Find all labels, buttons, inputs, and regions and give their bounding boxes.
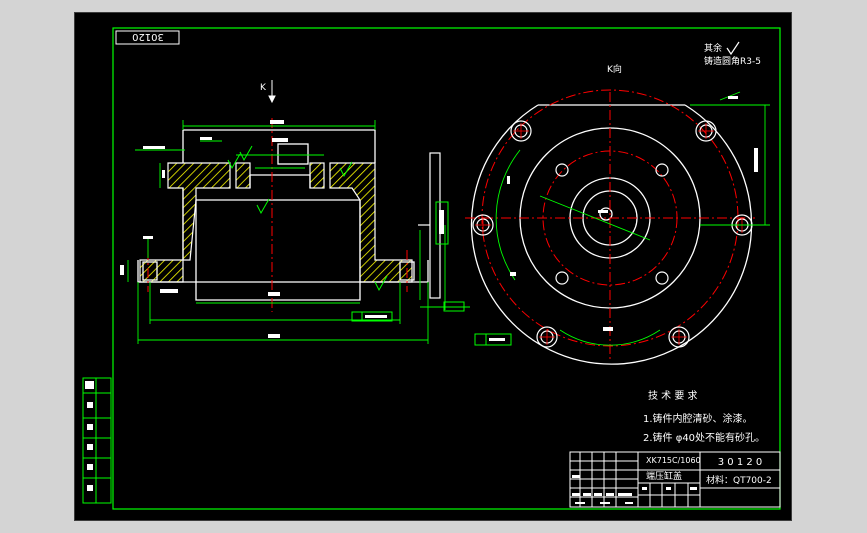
flange-centerlines <box>465 89 755 362</box>
section-dimension-labels <box>120 120 288 338</box>
section-hatching <box>139 162 413 283</box>
side-flange <box>418 152 441 299</box>
finish-check-icon <box>726 41 740 56</box>
drawing-viewport[interactable] <box>74 12 792 521</box>
section-view: K <box>120 80 512 346</box>
flange-outline <box>470 104 753 365</box>
drawing-border <box>112 27 781 510</box>
tolerance-frames <box>351 201 512 346</box>
flange-dimension-labels <box>507 96 758 331</box>
title-block-drawing-no: 3 0 1 2 0 <box>718 457 763 468</box>
note-fillet-radius: 铸造圆角R3-5 <box>704 55 761 67</box>
surface-finish-marks <box>227 145 388 292</box>
tolerance-text <box>365 210 505 341</box>
flange-bolt-holes <box>472 120 753 348</box>
title-block: XK715C/1060 端压缸盖 3 0 1 2 0 材料：QT700-2 <box>569 451 781 508</box>
title-block-part-name: 端压缸盖 <box>646 470 682 482</box>
title-block-model: XK715C/1060 <box>646 456 701 465</box>
hole-centermarks <box>475 123 750 345</box>
view-k-arrow <box>268 80 276 104</box>
flange-view: K向 <box>465 41 770 365</box>
section-dimensions <box>127 120 470 344</box>
revision-column <box>82 377 112 504</box>
inner-frame <box>112 27 781 510</box>
number-box-text: 30120 <box>132 31 164 42</box>
number-box: 30120 <box>115 30 180 45</box>
tech-req-item-1: 1.铸件内腔清砂、涂漆。 <box>643 412 753 425</box>
view-k-label: K <box>260 83 267 93</box>
title-block-material: 材料：QT700-2 <box>706 474 772 486</box>
technical-requirements: 技 术 要 求 1.铸件内腔清砂、涂漆。 2.铸件 φ40处不能有砂孔。 <box>643 389 765 444</box>
flange-inner-holes <box>555 163 669 285</box>
flange-dimensions <box>495 91 770 346</box>
general-notes: 其余 铸造圆角R3-5 <box>704 42 761 67</box>
note-other-surfaces: 其余 <box>704 42 722 54</box>
view-k-dir-label: K向 <box>607 63 622 75</box>
tech-req-title: 技 术 要 求 <box>648 389 698 402</box>
tech-req-item-2: 2.铸件 φ40处不能有砂孔。 <box>643 431 765 444</box>
